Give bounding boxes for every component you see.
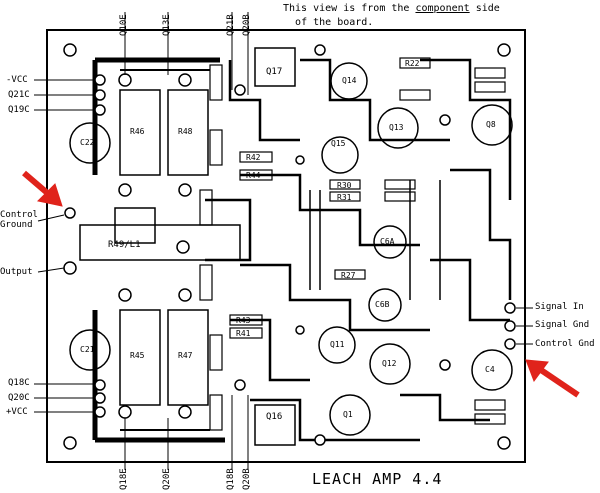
- part-c22: C22: [80, 138, 95, 147]
- red-arrow-right: [525, 359, 580, 398]
- label-neg-vcc: -VCC: [6, 75, 28, 85]
- signal-traces: [205, 58, 512, 442]
- part-r46: R46: [130, 127, 145, 136]
- label-output: Output: [0, 267, 33, 277]
- label-q20c: Q20C: [8, 393, 30, 403]
- label-signal-in: Signal In: [535, 302, 584, 312]
- part-c6a: C6A: [380, 237, 395, 246]
- part-q13: Q13: [389, 123, 404, 132]
- label-q18c: Q18C: [8, 378, 30, 388]
- view-note: This view is from the component side of …: [283, 3, 500, 28]
- part-r22: R22: [405, 59, 420, 68]
- part-r49-l1: R49/L1: [108, 240, 141, 250]
- part-q1: Q1: [343, 410, 353, 419]
- bottom-label-q18b: Q18B: [226, 468, 236, 490]
- part-r43: R43: [236, 316, 251, 325]
- label-signal-gnd: Signal Gnd: [535, 320, 590, 330]
- part-r27: R27: [341, 271, 356, 280]
- part-r45: R45: [130, 351, 145, 360]
- part-r31: R31: [337, 193, 352, 202]
- label-control-gnd: Control Gnd: [535, 339, 595, 349]
- board-outline: [46, 29, 526, 463]
- top-label-q13e: Q13E: [162, 14, 172, 36]
- bottom-label-q20b: Q20B: [242, 468, 252, 490]
- part-c6b: C6B: [375, 300, 390, 309]
- bottom-label-q18e: Q18E: [119, 468, 129, 490]
- top-label-q21b: Q21B: [226, 14, 236, 36]
- label-pos-vcc: +VCC: [6, 407, 28, 417]
- part-q8: Q8: [486, 120, 496, 129]
- label-ground: Ground: [0, 220, 33, 230]
- part-q11: Q11: [330, 340, 345, 349]
- part-r30: R30: [337, 181, 352, 190]
- part-r42: R42: [246, 153, 261, 162]
- resistor-blocks: [79, 89, 241, 406]
- part-r41: R41: [236, 329, 251, 338]
- part-c21: C21: [80, 345, 95, 354]
- outer-traces: [92, 57, 225, 443]
- part-r47: R47: [178, 351, 193, 360]
- part-q15: Q15: [331, 139, 346, 148]
- label-control: Control: [0, 210, 38, 220]
- part-r44: R44: [246, 171, 261, 180]
- transistor-pads: [254, 47, 296, 446]
- part-q14: Q14: [342, 76, 357, 85]
- small-resistors: [199, 57, 506, 431]
- label-q21c: Q21C: [8, 90, 30, 100]
- board-title: LEACH AMP 4.4: [312, 470, 443, 488]
- part-q17: Q17: [266, 67, 283, 77]
- label-q19c: Q19C: [8, 105, 30, 115]
- part-c4: C4: [485, 365, 495, 374]
- left-capacitors: [69, 122, 111, 371]
- leader-lines: [34, 12, 533, 470]
- part-q12: Q12: [382, 359, 397, 368]
- bottom-label-q20e: Q20E: [162, 468, 172, 490]
- part-r48: R48: [178, 127, 193, 136]
- top-label-q10e: Q10E: [119, 14, 129, 36]
- top-label-q20b: Q20B: [242, 14, 252, 36]
- round-transistors: [318, 62, 513, 436]
- solder-pads: [63, 44, 516, 446]
- mounting-holes: [63, 43, 511, 450]
- part-q16: Q16: [266, 412, 283, 422]
- red-arrow-left: [22, 170, 63, 207]
